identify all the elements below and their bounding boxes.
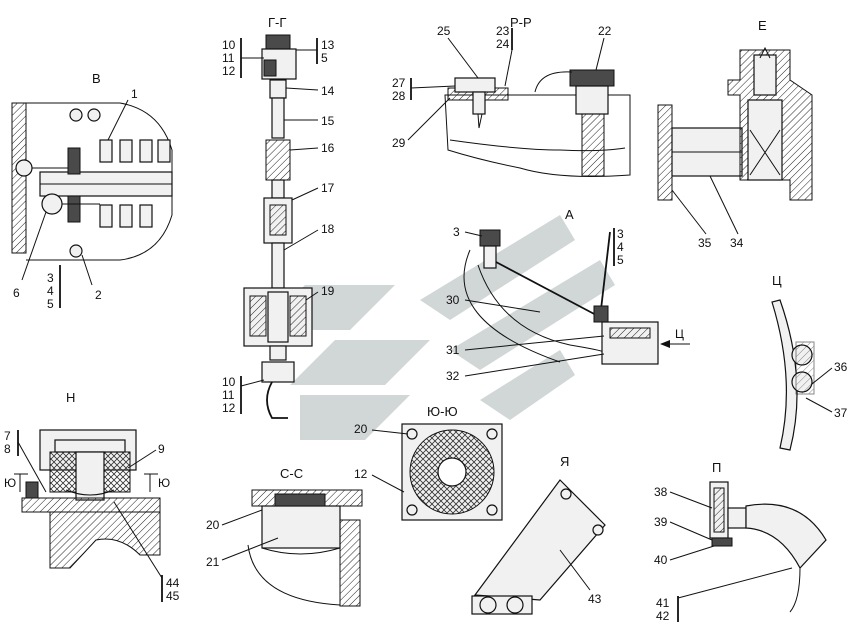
callout-v-1: 1	[131, 87, 138, 101]
callout-a-3: 3	[453, 225, 460, 239]
callout-v-3: 3	[47, 271, 54, 285]
callout-v-2: 2	[95, 288, 102, 302]
callout-rr-22: 22	[598, 24, 612, 38]
view-v: В 1 2 6 3 4 5	[11, 71, 173, 311]
view-gg: Г-Г 10 11 12 13 5 14 15 16 17	[222, 15, 335, 419]
arrow-label-ts: Ц	[675, 327, 684, 341]
callout-gg-10-bottom: 10	[222, 375, 236, 389]
ball-joint-upper	[15, 159, 33, 177]
callout-gg-18: 18	[321, 222, 335, 236]
callout-gg-5: 5	[321, 51, 328, 65]
callout-n-44: 44	[166, 576, 180, 590]
callout-a-31: 31	[446, 343, 460, 357]
view-label-ss: С-С	[280, 466, 303, 481]
callout-gg-15: 15	[321, 114, 335, 128]
callout-e-34: 34	[730, 236, 744, 250]
callout-ya-43: 43	[588, 592, 602, 606]
view-p: П 38 39 40 41 42	[654, 460, 827, 623]
view-ss: С-С 20 21	[206, 466, 363, 607]
callout-a-32: 32	[446, 369, 460, 383]
callout-rr-28: 28	[392, 89, 406, 103]
arrow-label-yu-left: Ю	[4, 476, 16, 490]
callout-a-30: 30	[446, 293, 460, 307]
callout-rr-29: 29	[392, 136, 406, 150]
callout-ts-36: 36	[834, 360, 848, 374]
callout-p-38: 38	[654, 485, 668, 499]
callout-ts-37: 37	[834, 406, 848, 420]
view-label-gg: Г-Г	[268, 15, 286, 30]
arrow-label-yu-right: Ю	[158, 476, 170, 490]
fastener-row-bottom	[99, 204, 153, 228]
view-label-ts: Ц	[772, 273, 782, 288]
view-ts: Ц 36 37	[771, 273, 848, 451]
view-label-p: П	[712, 460, 721, 475]
callout-v-6: 6	[13, 286, 20, 300]
view-label-yuyu: Ю-Ю	[427, 404, 458, 419]
callout-v-4: 4	[47, 284, 54, 298]
view-yuyu: Ю-Ю 20 12	[354, 404, 503, 521]
callout-ss-21: 21	[206, 555, 220, 569]
callout-gg-12-top: 12	[222, 64, 236, 78]
ball-joint-lower	[41, 193, 63, 215]
view-label-rr: Р-Р	[510, 15, 532, 30]
callout-rr-25: 25	[437, 24, 451, 38]
callout-gg-12-bottom: 12	[222, 401, 236, 415]
callout-rr-27: 27	[392, 76, 406, 90]
view-label-ya: Я	[560, 454, 569, 469]
callout-p-41: 41	[656, 596, 670, 610]
callout-gg-14: 14	[321, 84, 335, 98]
view-label-n: Н	[66, 390, 75, 405]
view-label-e: Е	[758, 18, 767, 33]
callout-n-7: 7	[4, 429, 11, 443]
callout-yuyu-20: 20	[354, 422, 368, 436]
callout-v-5: 5	[47, 297, 54, 311]
callout-gg-11-top: 11	[222, 51, 235, 65]
view-label-a: А	[565, 207, 574, 222]
callout-n-45: 45	[166, 589, 180, 603]
callout-gg-16: 16	[321, 141, 335, 155]
callout-a-5-right: 5	[617, 253, 624, 267]
callout-a-4-right: 4	[617, 240, 624, 254]
callout-a-3-right: 3	[617, 227, 624, 241]
callout-gg-10-top: 10	[222, 38, 236, 52]
view-a: А 3 3 4 5 30 31 32 Ц	[446, 207, 690, 383]
callout-gg-13: 13	[321, 38, 335, 52]
callout-gg-19: 19	[321, 284, 335, 298]
callout-rr-23: 23	[496, 24, 510, 38]
view-rr: Р-Р 25 23 24 22 27 28 29	[392, 15, 631, 177]
callout-e-35: 35	[698, 236, 712, 250]
callout-p-40: 40	[654, 553, 668, 567]
view-ya: Я 43	[471, 454, 606, 615]
callout-rr-24: 24	[496, 37, 510, 51]
callout-ss-20: 20	[206, 518, 220, 532]
view-n: Н 7 8 9 Ю Ю 44 45	[4, 390, 180, 603]
fastener-row-top	[99, 139, 171, 163]
callout-gg-11-bottom: 11	[222, 388, 235, 402]
callout-n-8: 8	[4, 442, 11, 456]
callout-p-42: 42	[656, 609, 670, 623]
callout-p-39: 39	[654, 515, 668, 529]
view-e: Е 35 34	[657, 18, 813, 250]
callout-n-9: 9	[158, 442, 165, 456]
view-label-v: В	[92, 71, 101, 86]
callout-yuyu-12: 12	[354, 467, 368, 481]
callout-gg-17: 17	[321, 181, 335, 195]
